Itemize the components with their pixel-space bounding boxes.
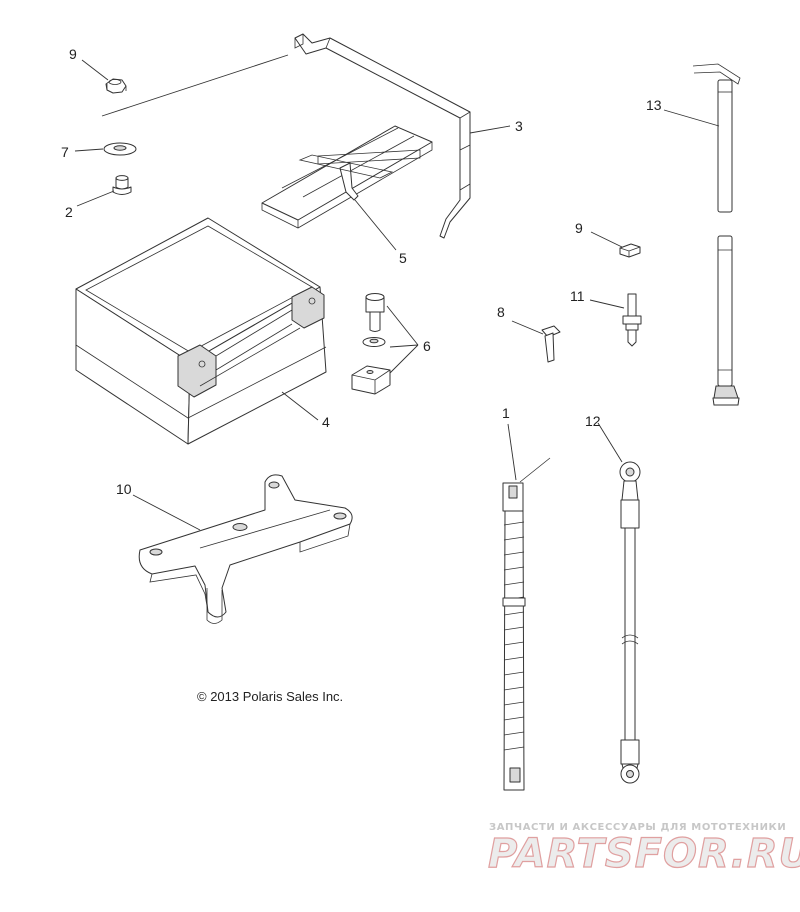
bracket-part-3 — [294, 33, 471, 239]
leader-1 — [507, 423, 517, 481]
leader-5 — [354, 199, 397, 251]
tray-part-10 — [138, 474, 353, 624]
callout-5: 5 — [399, 250, 407, 266]
leader-7 — [74, 148, 104, 152]
callout-3: 3 — [515, 118, 523, 134]
leader-2 — [76, 190, 115, 207]
bolt-part-2 — [112, 175, 132, 195]
leader-13 — [663, 109, 720, 127]
cable-part-13 — [692, 63, 741, 406]
leader-9a — [81, 59, 109, 81]
bolt-part-8 — [541, 325, 561, 363]
copyright-text: © 2013 Polaris Sales Inc. — [197, 689, 343, 704]
callout-13: 13 — [646, 97, 662, 113]
callout-9b: 9 — [575, 220, 583, 236]
stud-part-11 — [622, 293, 642, 347]
leader-9b — [590, 231, 623, 248]
leader-6 — [386, 305, 419, 374]
cable-part-12 — [619, 461, 641, 784]
cable-part-1 — [502, 457, 551, 791]
callout-7: 7 — [61, 144, 69, 160]
battery-part-4 — [75, 217, 327, 445]
watermark-tagline: ЗАПЧАСТИ И АКСЕССУАРЫ ДЛЯ МОТОТЕХНИКИ — [489, 822, 786, 833]
leader-8 — [511, 320, 544, 335]
leader-12 — [597, 422, 623, 463]
watermark-logo: PARTSFOR.RU — [488, 831, 800, 877]
leader-4 — [281, 391, 319, 421]
callout-8: 8 — [497, 304, 505, 320]
callout-12: 12 — [585, 413, 601, 429]
leader-3 — [469, 125, 511, 134]
washer-part-7 — [103, 142, 137, 156]
hardware-part-6 — [351, 293, 391, 395]
nut-part-9 — [105, 78, 127, 94]
callout-6: 6 — [423, 338, 431, 354]
callout-4: 4 — [322, 414, 330, 430]
callout-9a: 9 — [69, 46, 77, 62]
callout-1: 1 — [502, 405, 510, 421]
leader-10 — [132, 494, 201, 531]
leader-11 — [589, 299, 625, 309]
holddown-part-5 — [261, 125, 433, 229]
callout-2: 2 — [65, 204, 73, 220]
callout-11: 11 — [570, 288, 585, 304]
callout-10: 10 — [116, 481, 132, 497]
leader-3-long — [101, 54, 289, 117]
nut-part-9b — [619, 243, 641, 258]
